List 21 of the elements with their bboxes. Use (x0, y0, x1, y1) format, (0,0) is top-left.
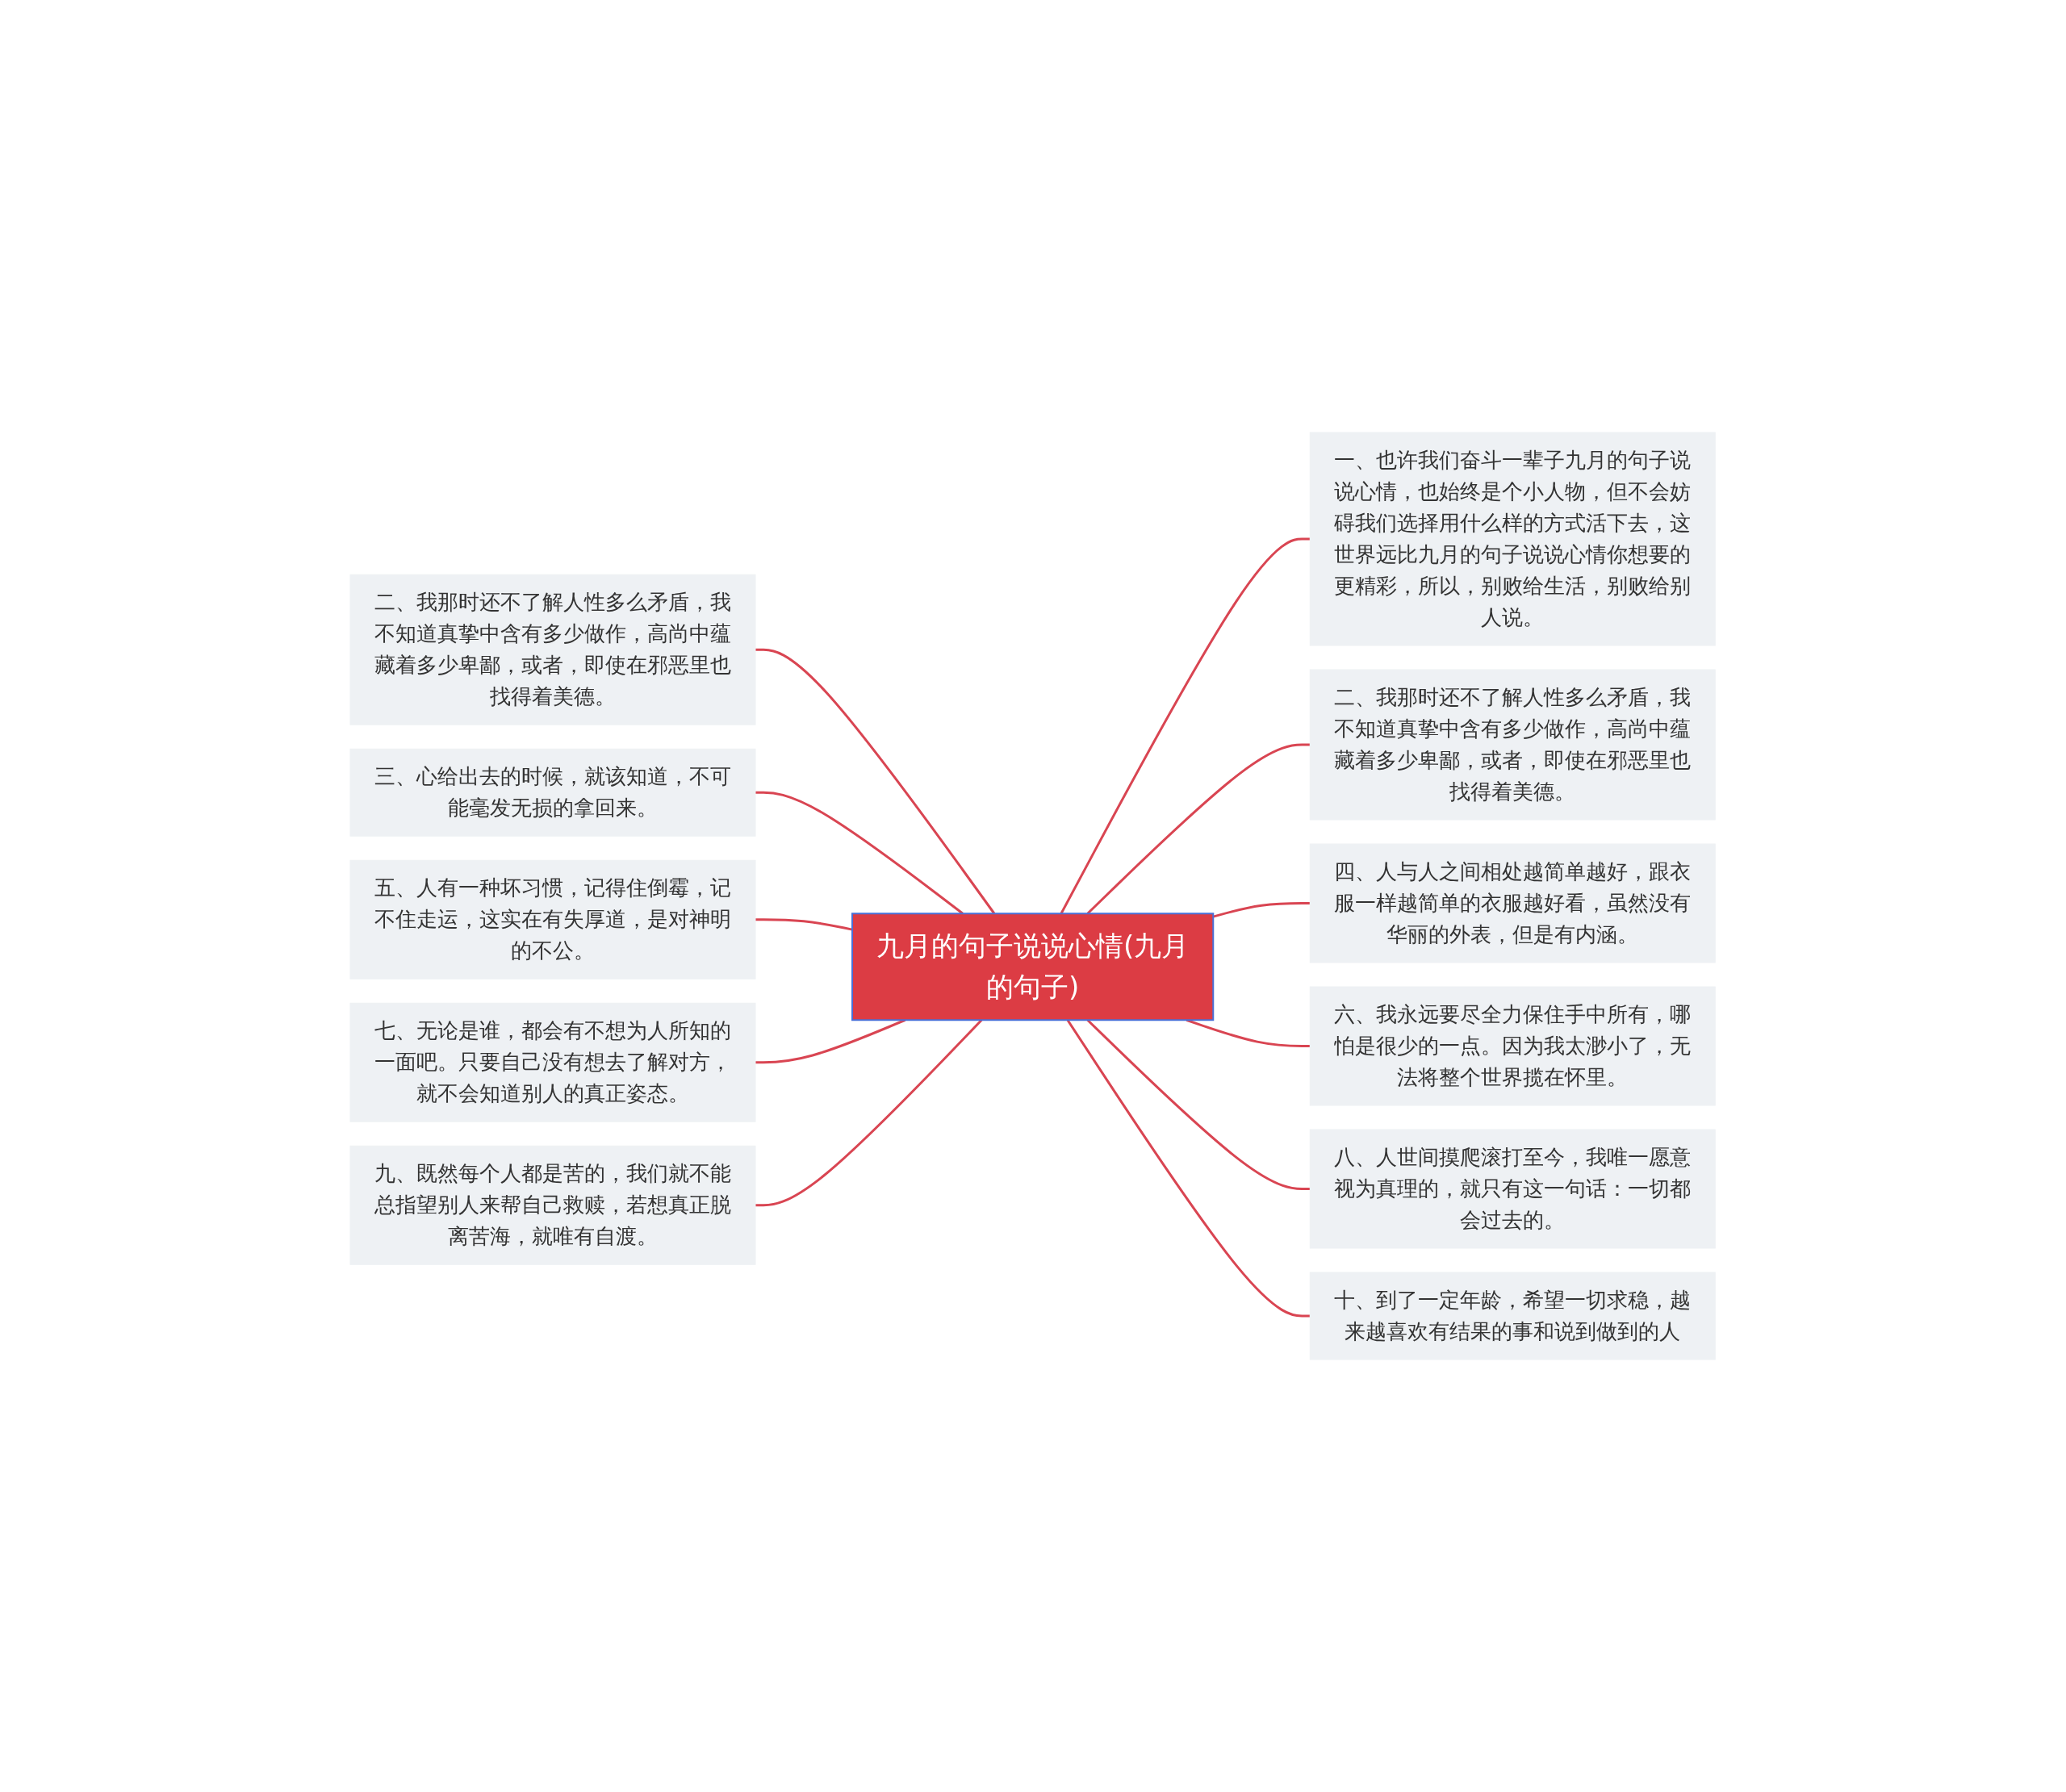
connector (755, 648, 996, 915)
connector (755, 791, 964, 915)
node-box: 四、人与人之间相处越简单越好，跟衣服一样越简单的衣服越好看，虽然没有华丽的外表，但是有内涵。 (1310, 843, 1717, 963)
connector (755, 1019, 983, 1207)
connector (1086, 1019, 1311, 1190)
node-box: 二、我那时还不了解人性多么矛盾，我不知道真挚中含有多少做作，高尚中蕴藏着多少卑鄙，或者，即使在邪恶里也找得着美德。 (349, 574, 756, 725)
connector (1086, 743, 1311, 915)
node-box: 一、也许我们奋斗一辈子九月的句子说说心情，也始终是个小人物，但不会妨碍我们选择用什么样的方式活下去，这世界远比九月的句子说说心情你想要的更精彩，所以，别败给生活，别败给别人说。 (1310, 432, 1717, 646)
node-box: 二、我那时还不了解人性多么矛盾，我不知道真挚中含有多少做作，高尚中蕴藏着多少卑鄙，或者，即使在邪恶里也找得着美德。 (1310, 669, 1717, 821)
node-box: 七、无论是谁，都会有不想为人所知的一面吧。只要自己没有想去了解对方，就不会知道别人的真正姿态。 (349, 1002, 756, 1122)
node-box: 九月的句子说说心情(九月的句子) (851, 913, 1215, 1021)
connector (1060, 537, 1311, 914)
connector (755, 918, 853, 931)
node-box: 六、我永远要尽全力保住手中所有，哪怕是很少的一点。因为我太渺小了，无法将整个世界揽在怀里。 (1310, 986, 1717, 1106)
node-box: 八、人世间摸爬滚打至今，我唯一愿意视为真理的，就只有这一句话：一切都会过去的。 (1310, 1129, 1717, 1249)
connector (1213, 902, 1311, 918)
connector (1067, 1019, 1311, 1318)
node-box: 五、人有一种坏习惯，记得住倒霉，记不住走运，这实在有失厚道，是对神明的不公。 (349, 859, 756, 980)
node-box: 三、心给出去的时候，就该知道，不可能毫发无损的拿回来。 (349, 748, 756, 837)
node-box: 十、到了一定年龄，希望一切求稳，越来越喜欢有结果的事和说到做到的人 (1310, 1272, 1717, 1360)
node-box: 九、既然每个人都是苦的，我们就不能总指望别人来帮自己救赎，若想真正脱离苦海，就唯有自渡。 (349, 1145, 756, 1265)
